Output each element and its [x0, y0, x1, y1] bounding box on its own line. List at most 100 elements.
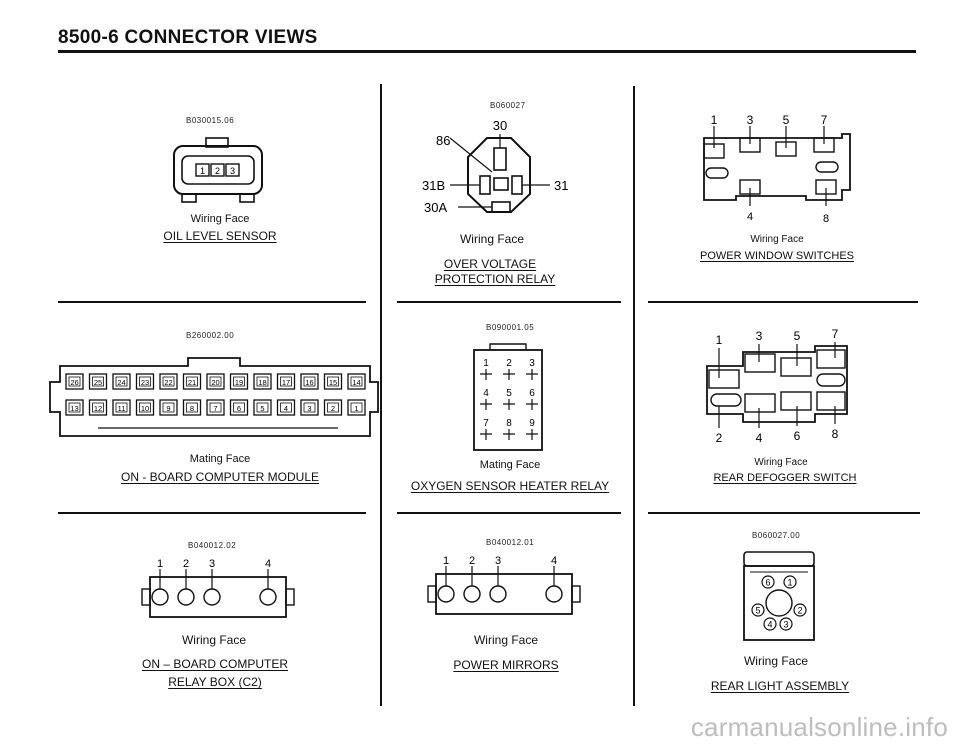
rear-light-face-label: Wiring Face — [743, 654, 808, 668]
ovp-pin-31: 31 — [554, 178, 568, 193]
obc-relay-pin-2: 2 — [183, 558, 189, 570]
mirrors-code: B040012.01 — [486, 538, 535, 547]
row-divider-left-2 — [58, 512, 366, 514]
rear-light-pin-6: 6 — [765, 578, 770, 588]
obc-module-code: B260002.00 — [186, 331, 235, 340]
obc-pin-box — [88, 373, 108, 390]
mirrors-face-label: Wiring Face — [473, 633, 538, 647]
rear-light-pin-4: 4 — [767, 620, 772, 630]
o2-pin-terminal — [480, 429, 492, 440]
rear-light-pin-3: 3 — [783, 620, 788, 630]
row-divider-right-1 — [648, 301, 918, 303]
header-rule — [58, 50, 916, 53]
obc-pin-box — [159, 399, 178, 416]
obc-pin-box — [347, 399, 366, 416]
obc-pin-inner — [256, 376, 269, 387]
rear-light-pin-circle — [779, 617, 793, 631]
watermark: carmanualsonline.info — [690, 712, 948, 742]
ovp-relay-face-label: Wiring Face — [459, 232, 524, 246]
obc-pin-inner — [280, 402, 292, 413]
rds-face-label: Wiring Face — [754, 457, 808, 468]
ovp-relay-title-line1: OVER VOLTAGE — [443, 257, 537, 271]
obc-pin-7: 7 — [213, 404, 217, 413]
rear-light-pin-1: 1 — [787, 578, 792, 588]
obc-pin-box — [112, 399, 131, 416]
obc-pin-inner — [303, 376, 316, 387]
pws-face-label: Wiring Face — [750, 234, 804, 245]
obc-pin-10: 10 — [141, 404, 149, 413]
obc-pin-inner — [162, 402, 175, 413]
column-divider-2 — [633, 86, 635, 706]
rds-pin-6: 6 — [794, 429, 801, 443]
obc-pin-box — [206, 399, 225, 416]
obc-module-title: ON - BOARD COMPUTER MODULE — [120, 470, 319, 484]
obc-pin-inner — [139, 376, 151, 387]
obc-pin-13: 13 — [70, 404, 78, 413]
column-divider-1 — [380, 84, 382, 706]
o2-pin-terminal — [526, 429, 538, 440]
obc-pin-box — [300, 399, 319, 416]
obc-pin-box — [253, 373, 272, 390]
obc-pin-box — [135, 399, 155, 416]
rds-pin-8: 8 — [832, 427, 839, 441]
ovp-relay-code: B060027 — [490, 101, 526, 110]
mirrors-pin-3: 3 — [495, 555, 501, 567]
o2-pin-3: 3 — [529, 358, 535, 369]
obc-pin-1: 1 — [354, 404, 358, 413]
o2-relay-face-label: Mating Face — [479, 459, 541, 471]
o2-pin-6: 6 — [529, 388, 535, 399]
obc-relay-pin-4: 4 — [265, 558, 271, 570]
o2-pin-9: 9 — [529, 418, 535, 429]
obc-pin-inner — [280, 376, 292, 387]
oil-pin-3: 3 — [230, 166, 235, 176]
obc-pin-box — [159, 373, 178, 390]
rear-light-pin-circle — [783, 575, 797, 589]
obc-pin-box — [276, 399, 296, 416]
obc-pin-inner — [350, 376, 363, 387]
obc-pin-18: 18 — [258, 378, 266, 387]
obc-pin-inner — [115, 402, 128, 413]
pws-title: POWER WINDOW SWITCHES — [700, 250, 854, 262]
o2-pin-terminal — [503, 399, 515, 410]
obc-pin-inner — [115, 376, 128, 387]
oil-sensor-code: B030015.06 — [186, 116, 235, 125]
obc-pin-6: 6 — [237, 404, 241, 413]
obc-pin-inner — [186, 376, 198, 387]
obc-pin-14: 14 — [352, 378, 360, 387]
rds-pin-7: 7 — [832, 327, 839, 341]
obc-pin-20: 20 — [211, 378, 219, 387]
obc-pin-26: 26 — [70, 378, 78, 387]
obc-pin-inner — [327, 402, 339, 413]
oil-sensor-connector: 1 2 3 — [173, 137, 263, 203]
obc-relay-pin-1: 1 — [157, 558, 163, 570]
rear-light-pin-circle — [763, 617, 777, 631]
obc-pin-19: 19 — [235, 378, 243, 387]
obc-pin-22: 22 — [164, 378, 172, 387]
rds-pin-4: 4 — [756, 431, 763, 445]
o2-relay-title: OXYGEN SENSOR HEATER RELAY — [410, 479, 610, 493]
rear-light-title: REAR LIGHT ASSEMBLY — [710, 679, 850, 693]
obc-pin-box — [323, 399, 343, 416]
page-title: 8500-6 CONNECTOR VIEWS — [58, 27, 318, 48]
obc-pin-16: 16 — [305, 378, 313, 387]
obc-pin-box — [253, 399, 272, 416]
obc-pin-inner — [68, 402, 81, 413]
rear-light-code: B060027.00 — [752, 531, 801, 540]
o2-pin-terminal — [503, 369, 515, 380]
pws-pin-5: 5 — [783, 113, 790, 127]
oil-pin-2: 2 — [215, 166, 220, 176]
obc-relay-face-label: Wiring Face — [181, 633, 246, 647]
obc-pin-box — [112, 373, 131, 390]
obc-pin-box — [229, 399, 249, 416]
row-divider-mid-2 — [397, 512, 621, 514]
mirrors-pin-4: 4 — [551, 555, 557, 567]
obc-pin-box — [300, 373, 319, 390]
o2-pin-5: 5 — [506, 388, 512, 399]
obc-pin-2: 2 — [331, 404, 335, 413]
obc-pin-inner — [233, 376, 245, 387]
obc-pin-3: 3 — [307, 404, 311, 413]
